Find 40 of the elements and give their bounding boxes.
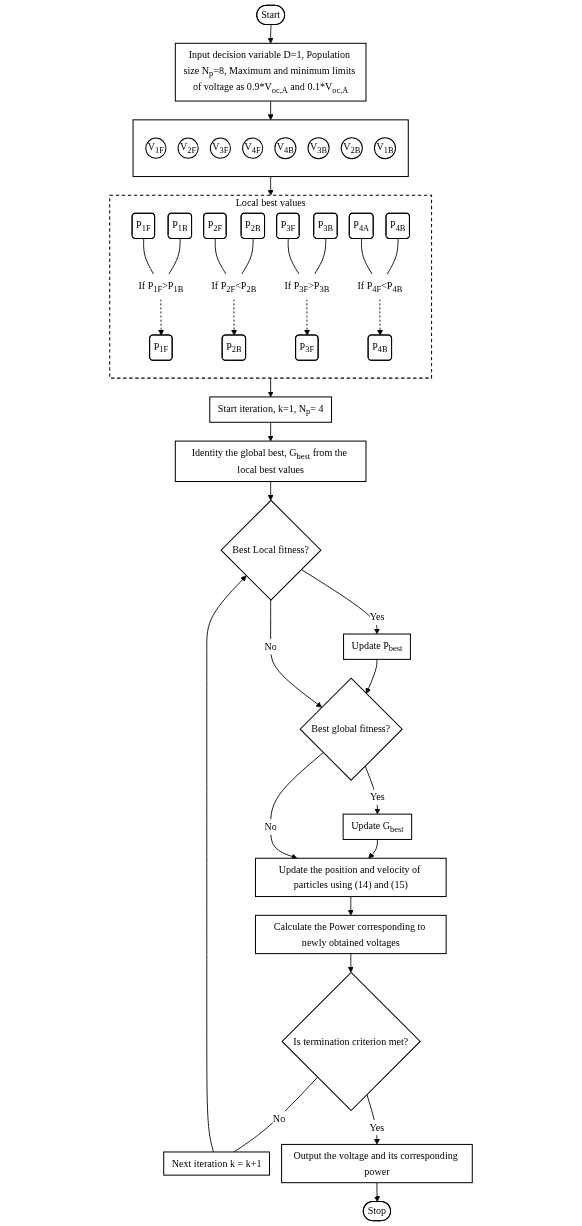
node-circle: V$_{4F}$ <box>242 137 264 159</box>
node-box: Start iteration, k=1, N$_{p}$= 4 <box>209 396 333 423</box>
connector <box>168 238 181 275</box>
node-circle: V$_{2B}$ <box>340 137 363 160</box>
node-circle: V$_{2F}$ <box>177 137 199 159</box>
node-circle: V$_{4B}$ <box>274 137 297 160</box>
node-box: Calculate the Power corresponding to newly obtained voltages <box>254 914 447 955</box>
connector <box>386 238 399 275</box>
connector <box>361 238 373 275</box>
edge-label: Yes <box>369 611 385 623</box>
node-text: If P$_{2F}$<P$_{2B}$ <box>211 280 257 294</box>
node-box: Update the position and velocity of particles using (14) and (15) <box>254 857 447 898</box>
connector <box>233 1076 318 1153</box>
connector <box>214 238 227 275</box>
node-text: If P$_{4F}$<P$_{4B}$ <box>357 280 403 294</box>
node-diamond: Is termination criterion met? <box>281 971 421 1112</box>
node-box: Update G$_{best}$ <box>342 813 413 840</box>
node-circle: V$_{1F}$ <box>145 137 167 159</box>
node-text: If P$_{3F}$>P$_{3B}$ <box>284 280 330 294</box>
connector <box>143 238 155 275</box>
node-box: Update P$_{best}$ <box>343 633 411 660</box>
node-box: Identity the global best, G$_{best}$ from the local best values <box>174 440 367 483</box>
connector <box>241 238 254 275</box>
node-circle: V$_{3B}$ <box>307 137 330 160</box>
edge-label: No <box>264 641 277 652</box>
connector <box>287 238 300 275</box>
edge-label: Yes <box>369 1121 385 1133</box>
node-box: Input decision variable D=1, Population size N$_{p}$=8, Maximum and minimum limits of voltage as 0.9*V$_{oc,A}$ and 0.1*V$_{oc,A}$ <box>174 42 367 102</box>
edge-label: Yes <box>370 791 385 803</box>
node-circle: V$_{1B}$ <box>373 137 396 160</box>
node-circle: V$_{3F}$ <box>209 137 231 159</box>
edge-label: No <box>264 821 277 832</box>
node-diamond: Best Local fitness? <box>220 499 322 601</box>
edge-label: No <box>272 1112 286 1124</box>
node-box: Next iteration k = k+1 <box>163 1151 270 1176</box>
connector <box>314 238 327 275</box>
cluster <box>132 119 409 178</box>
node-box: Output the voltage and its corresponding power <box>281 1143 473 1184</box>
node-diamond: Best global fitness? <box>299 677 403 781</box>
node-text: If P$_{1F}$>P$_{1B}$ <box>138 280 184 294</box>
